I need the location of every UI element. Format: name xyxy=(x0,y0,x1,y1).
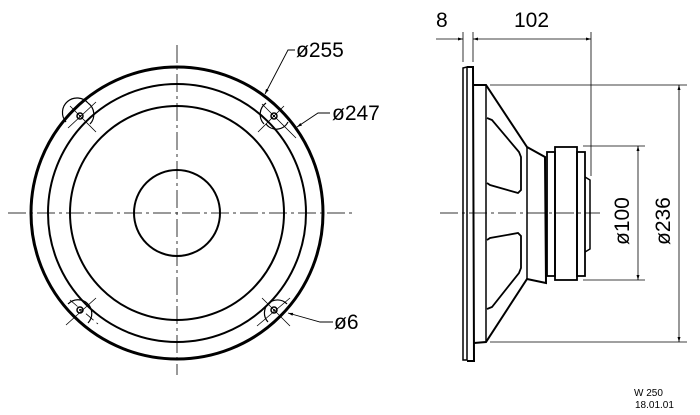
leader-outer-diameter xyxy=(264,49,295,95)
depth-label: 102 xyxy=(514,9,549,32)
outer-frame-circle xyxy=(29,65,325,361)
hole-diameter-label: ø6 xyxy=(334,311,359,334)
side-view: 8 102 ø100 ø236 xyxy=(436,9,687,362)
magnet-plate-front xyxy=(546,151,556,277)
dust-cap-circle xyxy=(133,169,221,257)
surround-circle xyxy=(47,83,307,343)
cone-edge-circle xyxy=(69,105,285,321)
front-view: ø255 ø247 ø6 xyxy=(8,39,380,375)
leader-hole-diameter xyxy=(287,312,333,323)
magnet-diameter-label: ø100 xyxy=(611,197,634,245)
flange-thickness-label: 8 xyxy=(436,9,448,32)
mount-hole-top-left xyxy=(61,97,97,133)
inner-mount-diameter-label: ø247 xyxy=(332,102,380,125)
mount-hole-top-right xyxy=(257,102,297,139)
outer-diameter-label: ø255 xyxy=(296,39,344,62)
basket-diameter-label: ø236 xyxy=(652,197,675,245)
title-block: W 250 18.01.01 xyxy=(634,388,674,411)
basket-outline xyxy=(473,84,548,344)
mount-hole-bottom-right xyxy=(256,297,291,327)
basket-window-lower xyxy=(486,232,522,310)
pole-piece xyxy=(584,176,591,253)
model-label: W 250 xyxy=(634,388,663,399)
basket-window-upper xyxy=(486,117,522,195)
magnet-plate-rear xyxy=(576,151,586,277)
mount-hole-bottom-left xyxy=(65,297,99,326)
date-label: 18.01.01 xyxy=(635,400,674,411)
leader-inner-mount-diameter xyxy=(296,112,330,128)
